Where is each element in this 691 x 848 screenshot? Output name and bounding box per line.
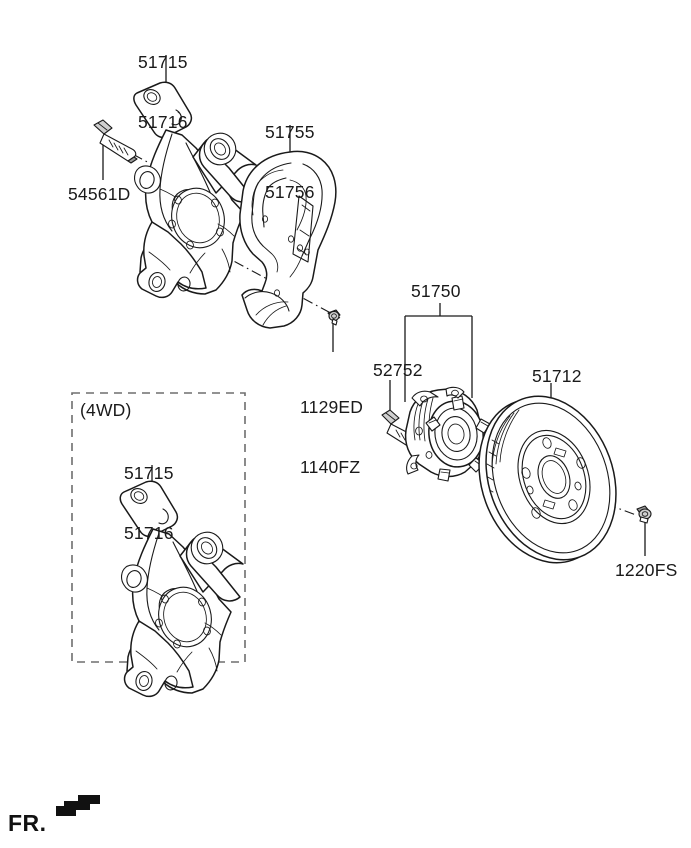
label-splash-shield-line1: 51755 xyxy=(265,122,315,142)
front-direction-label: FR. xyxy=(8,810,47,836)
label-knuckle-2wd: 51715 51716 xyxy=(138,12,188,172)
part-brake-disc xyxy=(478,395,617,564)
part-disc-screw xyxy=(636,505,652,524)
label-knuckle-4wd-line1: 51715 xyxy=(124,463,174,483)
four-wheel-drive-box xyxy=(71,392,246,663)
part-knuckle-bolt xyxy=(93,119,138,164)
label-knuckle-2wd-line1: 51715 xyxy=(138,52,188,72)
label-shield-screw: 1129ED 1140FZ xyxy=(300,357,363,517)
label-brake-disc: 51712 xyxy=(532,366,582,386)
label-splash-shield-line2: 51756 xyxy=(265,182,315,202)
label-knuckle-4wd-line2: 51716 xyxy=(124,523,174,543)
label-knuckle-4wd: 51715 51716 xyxy=(124,423,174,583)
label-four-wheel-drive: (4WD) xyxy=(80,400,132,420)
label-hub-assembly: 51750 xyxy=(411,281,461,301)
part-wheel-hub-assembly xyxy=(404,386,491,482)
orientation-marker: FR. xyxy=(8,792,118,840)
label-shield-screw-line2: 1140FZ xyxy=(300,457,361,477)
label-splash-shield: 51755 51756 xyxy=(265,82,315,242)
label-knuckle-bolt: 54561D xyxy=(68,184,131,204)
part-splash-shield xyxy=(239,150,337,329)
part-shield-screw xyxy=(327,309,341,326)
front-direction-arrow-icon xyxy=(56,795,100,816)
label-disc-screw: 1220FS xyxy=(615,560,678,580)
part-knuckle-2wd xyxy=(133,81,257,299)
label-knuckle-2wd-line2: 51716 xyxy=(138,112,188,132)
label-shield-screw-line1: 1129ED xyxy=(300,397,364,417)
label-hub-bolt: 52752 xyxy=(373,360,423,380)
part-knuckle-4wd xyxy=(119,480,244,698)
